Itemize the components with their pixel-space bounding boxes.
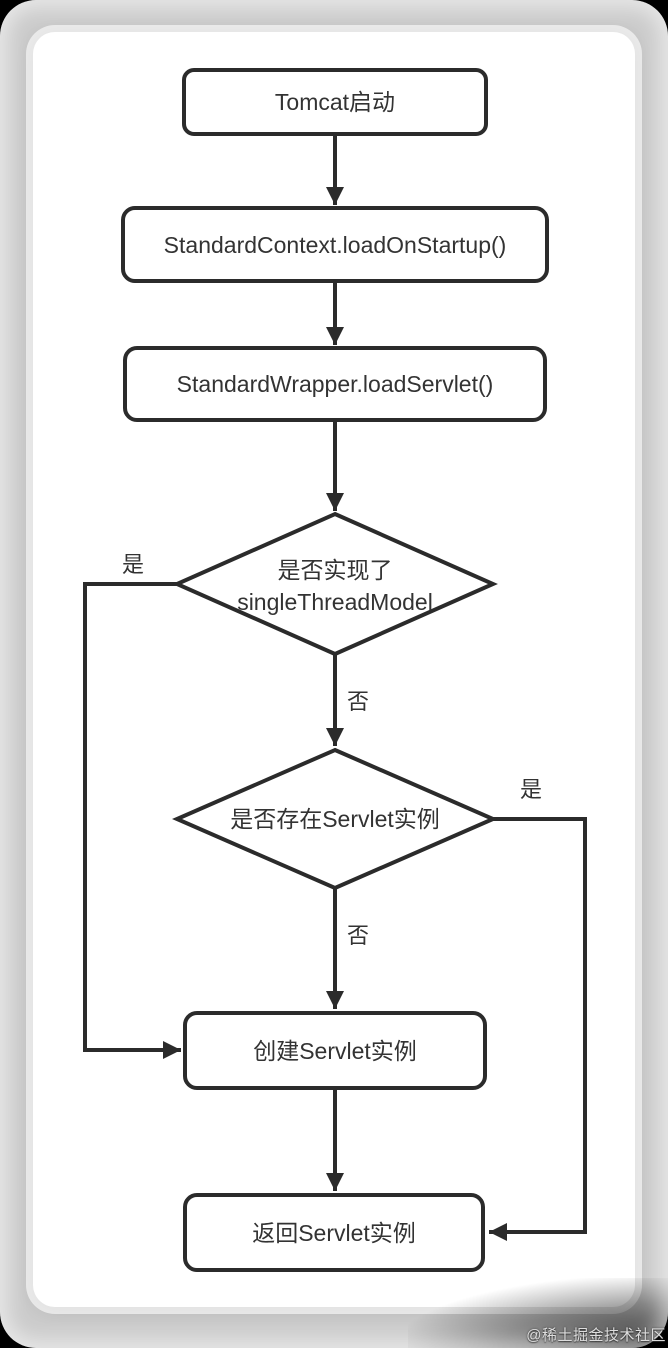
node-instance-exists-check-diamond [172, 747, 498, 891]
node-load-on-startup: StandardContext.loadOnStartup() [121, 206, 549, 283]
node-create-instance: 创建Servlet实例 [183, 1011, 487, 1090]
node-load-on-startup-box [121, 206, 549, 283]
label-yes-left: 是 [122, 552, 144, 577]
edge-singlethreadcheck-yes-to-create [83, 582, 181, 1059]
node-create-instance-box [183, 1011, 487, 1090]
node-single-thread-check: 是否实现了 singleThreadModel [172, 511, 498, 657]
label-no-first: 否 [347, 689, 369, 714]
node-load-servlet: StandardWrapper.loadServlet() [123, 346, 547, 422]
label-no-second: 否 [347, 923, 369, 948]
node-instance-exists-check-label: 是否存在Servlet实例 [230, 806, 440, 832]
node-return-instance-label: 返回Servlet实例 [252, 1220, 416, 1246]
node-single-thread-check-label-line1: 是否实现了 [278, 557, 393, 583]
node-single-thread-check-diamond [172, 511, 498, 657]
node-start: Tomcat启动 [182, 68, 488, 136]
node-load-servlet-label: StandardWrapper.loadServlet() [177, 371, 494, 397]
juejin-watermark: @稀土掘金技术社区 [526, 1327, 666, 1344]
node-instance-exists-check: 是否存在Servlet实例 [172, 747, 498, 891]
label-yes-right: 是 [520, 777, 542, 802]
node-load-servlet-box [123, 346, 547, 422]
node-load-on-startup-label: StandardContext.loadOnStartup() [164, 232, 507, 258]
node-single-thread-check-label-line2: singleThreadModel [237, 589, 433, 615]
node-return-instance: 返回Servlet实例 [183, 1193, 485, 1272]
node-start-box [182, 68, 488, 136]
node-start-label: Tomcat启动 [275, 89, 395, 115]
node-return-instance-box [183, 1193, 485, 1272]
edge-instancecheck-yes-to-return [489, 817, 587, 1241]
node-create-instance-label: 创建Servlet实例 [253, 1038, 417, 1064]
